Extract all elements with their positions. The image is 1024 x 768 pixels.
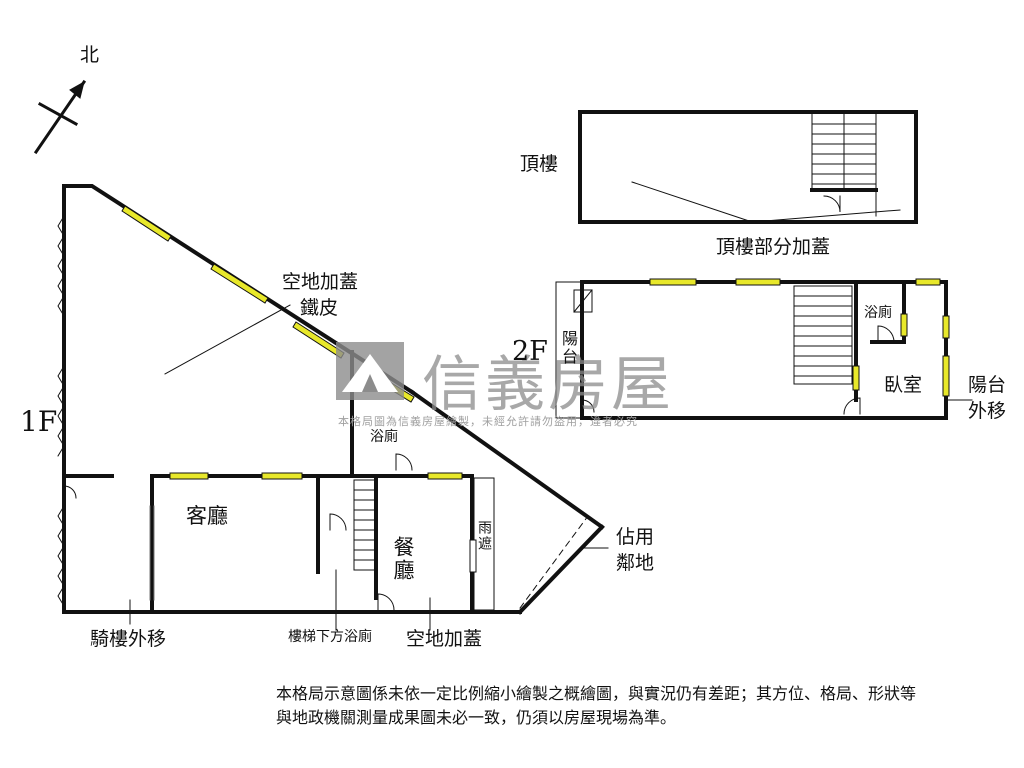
first-floor-stairs bbox=[353, 479, 377, 571]
watermark-notice: 本格局圖為信義房屋繪製，未經允許請勿盜用，違者必究 bbox=[338, 415, 638, 428]
roof-leader-lines bbox=[631, 181, 901, 223]
iron-sheet-label: 鐵皮 bbox=[300, 297, 339, 319]
roof-stairs bbox=[810, 113, 878, 217]
second-floor-label: 2F bbox=[512, 336, 548, 367]
occupied-boundary-line bbox=[519, 515, 589, 609]
second-floor-balcony-box bbox=[555, 281, 583, 419]
second-floor-stairs bbox=[793, 285, 853, 385]
watermark-brand: 信義房屋 bbox=[422, 350, 674, 420]
roof-outline bbox=[578, 110, 918, 224]
partial-roof-addition-label: 頂樓部分加蓋 bbox=[716, 236, 831, 258]
second-floor-doors bbox=[581, 325, 895, 415]
second-floor-appliance bbox=[573, 289, 593, 313]
first-floor-bathroom-label: 浴廁 bbox=[370, 429, 398, 445]
north-label: 北 bbox=[80, 44, 100, 66]
second-floor-bathroom-label: 浴廁 bbox=[864, 305, 892, 321]
bath-under-stairs-label: 樓梯下方浴廁 bbox=[288, 629, 372, 645]
first-floor-label: 1F bbox=[20, 405, 58, 438]
first-floor-doors bbox=[63, 453, 413, 611]
living-room-label: 客廳 bbox=[186, 504, 228, 528]
balcony-moved-out-label: 陽台外移 bbox=[968, 374, 1007, 422]
occupied-label-line1: 佔用鄰地 bbox=[616, 526, 655, 574]
north-arrow-icon bbox=[33, 79, 87, 155]
bedroom-label: 臥室 bbox=[884, 374, 923, 396]
roof-label: 頂樓 bbox=[520, 153, 559, 175]
arcade-extension-label: 騎樓外移 bbox=[90, 628, 167, 650]
dining-room-label: 餐廳 bbox=[391, 536, 415, 582]
disclaimer-text: 本格局示意圖係未依一定比例縮小繪製之概繪圖，與實況仍有差距；其方位、格局、形狀等… bbox=[276, 684, 917, 727]
vacant-land-addition-label-2: 空地加蓋 bbox=[406, 628, 483, 650]
brand-logo-icon bbox=[336, 342, 404, 400]
windows bbox=[121, 205, 950, 573]
left-zigzag bbox=[57, 215, 65, 607]
second-floor-balcony-label: 陽台 bbox=[559, 330, 578, 366]
vacant-land-addition-label: 空地加蓋 bbox=[282, 271, 359, 293]
rain-shelter-label: 雨遮 bbox=[476, 520, 492, 552]
